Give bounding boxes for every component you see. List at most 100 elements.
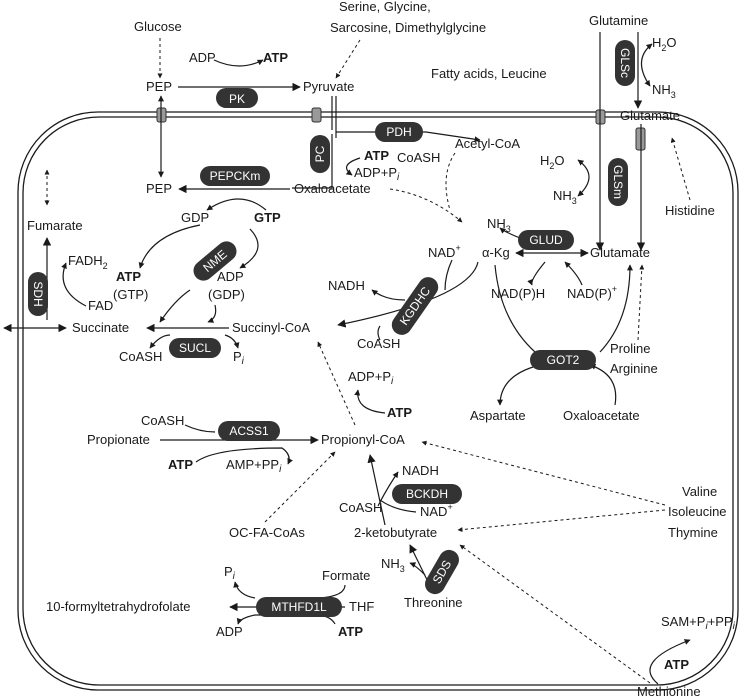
enzyme-mthfd1l: MTHFD1L [256, 597, 342, 617]
atp-acss: ATP [168, 457, 193, 472]
acetyl-coa-label: Acetyl-CoA [455, 136, 520, 151]
coash-sucl: CoASH [119, 349, 162, 364]
h2o-mito: H2O [540, 153, 565, 171]
enzyme-glud: GLUD [518, 230, 574, 250]
gdp-label: GDP [181, 210, 209, 225]
svg-text:GOT2: GOT2 [547, 353, 580, 367]
nh3-top: NH3 [652, 82, 676, 100]
oxaloacetate-label: Oxaloacetate [294, 181, 371, 196]
svg-text:SUCL: SUCL [179, 341, 211, 355]
enzyme-glsc: GLSc [615, 40, 635, 86]
svg-text:PEPCKm: PEPCKm [210, 169, 261, 183]
adp-nme: ADP [217, 269, 244, 284]
sam-label: SAM+Pi+PPi [661, 614, 736, 632]
nad-bck: NAD+ [420, 502, 453, 519]
gtp-label: GTP [254, 210, 281, 225]
svg-text:ACSS1: ACSS1 [229, 424, 269, 438]
threonine-label: Threonine [404, 595, 463, 610]
enzyme-acss1: ACSS1 [218, 421, 280, 441]
enzyme-pdh: PDH [375, 122, 423, 142]
nadph-label: NAD(P)H [491, 286, 545, 301]
nadh-kgdhc: NADH [328, 278, 365, 293]
atp-pc: ATP [364, 148, 389, 163]
proline-label: Proline [610, 341, 650, 356]
coash-bck: CoASH [339, 500, 382, 515]
atp-pk: ATP [263, 50, 288, 65]
coash-acss: CoASH [141, 413, 184, 428]
glucose-label: Glucose [134, 19, 182, 34]
enzyme-got2: GOT2 [530, 350, 596, 370]
svg-text:BCKDH: BCKDH [406, 487, 448, 501]
enzyme-pk: PK [216, 88, 258, 108]
svg-text:PK: PK [229, 92, 245, 106]
h2o-top: H2O [652, 35, 677, 53]
nadh-bck: NADH [402, 463, 439, 478]
coash-pdh: CoASH [397, 150, 440, 165]
glutamate-mito-label: Glutamate [590, 245, 650, 260]
propionyl-coa-label: Propionyl-CoA [321, 432, 405, 447]
amp-ppi-label: AMP+PPi [226, 457, 282, 475]
gdp-paren: (GDP) [208, 287, 245, 302]
outer-membrane [17, 111, 739, 691]
adp-pk: ADP [189, 50, 216, 65]
svg-text:PDH: PDH [386, 125, 411, 139]
oc-fa-coas-label: OC-FA-CoAs [229, 525, 305, 540]
thymine-label: Thymine [668, 525, 718, 540]
pep-mito: PEP [146, 181, 172, 196]
oxaloacetate-got-label: Oxaloacetate [563, 408, 640, 423]
alpha-kg-label: α-Kg [482, 245, 510, 260]
fumarate-label: Fumarate [27, 218, 83, 233]
valine-label: Valine [682, 484, 717, 499]
fadh2-label: FADH2 [68, 253, 108, 271]
nh3-sds: NH3 [381, 556, 405, 574]
fad-label: FAD [88, 298, 113, 313]
atp-mth: ATP [338, 624, 363, 639]
isoleucine-label: Isoleucine [668, 504, 727, 519]
atp-met: ATP [664, 657, 689, 672]
fatty-acids-label: Fatty acids, Leucine [431, 66, 547, 81]
adp-pi-pc: ADP+Pi [354, 165, 400, 183]
inner-membrane [22, 116, 734, 686]
atp-nme: ATP [116, 269, 141, 284]
coash-kgdhc: CoASH [357, 336, 400, 351]
nad-plus: NAD+ [428, 243, 461, 260]
svg-text:GLUD: GLUD [529, 233, 563, 247]
transporter-pyruvate [311, 107, 322, 123]
adp-pi-prop: ADP+Pi [348, 369, 394, 387]
thf-label: THF [349, 599, 374, 614]
svg-text:MTHFD1L: MTHFD1L [271, 600, 327, 614]
ketobutyrate-label: 2-ketobutyrate [354, 525, 437, 540]
gtp-paren: (GTP) [113, 287, 148, 302]
enzyme-kgdhc: KGDHC [391, 277, 439, 335]
formyl-thf-label: 10-formyltetrahydrofolate [46, 599, 191, 614]
svg-text:GLSm: GLSm [611, 165, 625, 199]
svg-text:GLSc: GLSc [618, 48, 632, 78]
glutamate-top-label: Glutamate [620, 108, 680, 123]
pi-mth: Pi [224, 564, 236, 582]
arginine-label: Arginine [610, 361, 658, 376]
adp-mth: ADP [216, 624, 243, 639]
methionine-label: Methionine [637, 684, 701, 699]
enzyme-pepckm: PEPCKm [200, 166, 270, 186]
serine-group-label-1: Serine, Glycine, [339, 0, 431, 14]
nh3-mito: NH3 [553, 188, 577, 206]
enzyme-sds: SDS [425, 549, 459, 595]
enzyme-pc: PC [310, 135, 330, 173]
nadp-plus-label: NAD(P)+ [567, 284, 617, 301]
succinate-label: Succinate [72, 320, 129, 335]
aspartate-label: Aspartate [470, 408, 526, 423]
enzyme-glsm: GLSm [608, 158, 628, 206]
histidine-label: Histidine [665, 203, 715, 218]
pyruvate-label: Pyruvate [303, 79, 354, 94]
glutamine-label: Glutamine [589, 13, 648, 28]
svg-text:SDH: SDH [31, 281, 45, 306]
serine-group-label-2: Sarcosine, Dimethylglycine [330, 20, 486, 35]
pi-sucl: Pi [233, 349, 245, 367]
succinyl-coa-label: Succinyl-CoA [232, 320, 310, 335]
enzyme-sucl: SUCL [169, 338, 221, 358]
nh3-glud: NH3 [487, 216, 511, 234]
enzyme-sdh: SDH [28, 272, 48, 316]
enzyme-bckdh: BCKDH [392, 484, 462, 504]
pep-cytosol: PEP [146, 79, 172, 94]
